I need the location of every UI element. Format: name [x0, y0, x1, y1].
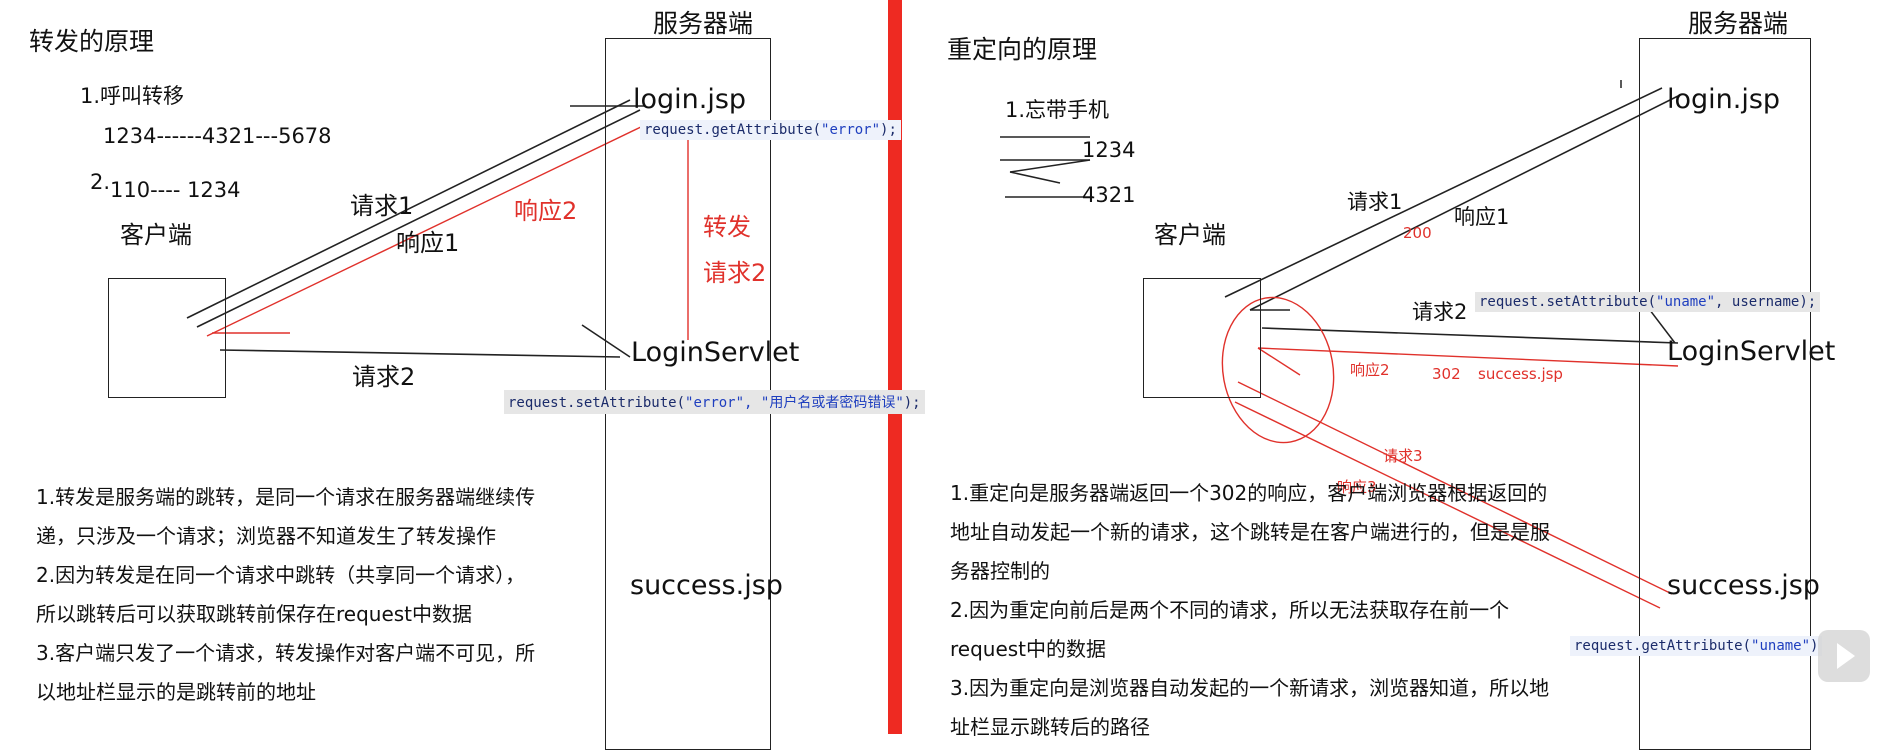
- diagram-lines: [186, 80, 1679, 609]
- left-request1-label: 请求1: [350, 192, 414, 220]
- line-response2-right: [1257, 347, 1679, 367]
- left-code-getattribute: request.getAttribute("error");: [640, 120, 901, 140]
- left-code-setattribute: request.setAttribute("error", "用户名或者密码错误…: [504, 390, 925, 414]
- code-arg: "error", "用户名或者密码错误": [685, 395, 904, 411]
- left-forward-request2-label: 请求2: [703, 259, 767, 287]
- left-notes: 1.转发是服务端的跳转，是同一个请求在服务器端继续传 递，只涉及一个请求；浏览器…: [36, 478, 535, 712]
- left-example2-num: 2.: [90, 170, 111, 194]
- right-example1-b: 4321: [1082, 183, 1136, 207]
- right-title: 重定向的原理: [947, 35, 1098, 64]
- right-success-ref: success.jsp: [1478, 365, 1563, 383]
- line-request2-left: [219, 349, 621, 358]
- left-login-jsp: login.jsp: [633, 84, 747, 115]
- left-client-label: 客户端: [120, 221, 192, 249]
- right-note-line: 2.因为重定向前后是两个不同的请求，所以无法获取存在前一个: [950, 598, 1510, 622]
- left-example1-chain: 1234------4321---5678: [103, 124, 332, 148]
- line-servlet-stub-left: [581, 324, 631, 358]
- right-response1-label: 响应1: [1454, 205, 1510, 229]
- line-request3-right: [1237, 381, 1673, 595]
- right-note-line: 1.重定向是服务器端返回一个302的响应，客户端浏览器根据返回的: [950, 481, 1548, 505]
- line-response1-right: [1249, 95, 1679, 311]
- right-success-jsp: success.jsp: [1667, 570, 1820, 601]
- code-end: );: [880, 122, 897, 138]
- left-success-jsp: success.jsp: [630, 570, 783, 601]
- code-end: ): [1810, 638, 1819, 654]
- line-phone-c: [1009, 159, 1091, 173]
- left-request2-label: 请求2: [352, 363, 416, 391]
- left-note-line: 递，只涉及一个请求；浏览器不知道发生了转发操作: [36, 524, 496, 548]
- diagram-stage: 转发的原理 服务器端 1.呼叫转移 1234------4321---5678 …: [29, 0, 1870, 750]
- left-note-line: 3.客户端只发了一个请求，转发操作对客户端不可见，所: [36, 641, 536, 665]
- code-method: .getAttribute(: [703, 122, 822, 138]
- right-code-setattribute: request.setAttribute("uname", username);: [1475, 292, 1821, 312]
- left-response2-label: 响应2: [514, 197, 578, 225]
- code-arg: "error": [821, 122, 881, 138]
- right-login-servlet: LoginServlet: [1667, 336, 1836, 367]
- code-obj: request: [644, 122, 704, 138]
- left-login-servlet: LoginServlet: [631, 337, 800, 368]
- line-request1-left: [186, 99, 631, 319]
- right-request1-label: 请求1: [1347, 190, 1403, 214]
- left-title: 转发的原理: [29, 27, 155, 56]
- code-method: .setAttribute(: [1538, 294, 1657, 310]
- right-client-label: 客户端: [1154, 221, 1226, 249]
- code-method: .getAttribute(: [1633, 638, 1752, 654]
- right-example1: 1.忘带手机: [1005, 98, 1110, 122]
- left-server-header: 服务器端: [653, 9, 754, 38]
- client-box-right: [1143, 278, 1261, 398]
- right-note-line: request中的数据: [950, 637, 1107, 661]
- right-status-302: 302: [1432, 365, 1461, 383]
- right-login-jsp: login.jsp: [1667, 84, 1781, 115]
- code-obj: request: [1479, 294, 1539, 310]
- right-note-line: 务器控制的: [950, 559, 1050, 583]
- line-request2-right: [1261, 327, 1679, 344]
- code-obj: request: [1574, 638, 1634, 654]
- left-example2-chain: 110---- 1234: [110, 178, 241, 202]
- line-response2-tail-right: [1257, 347, 1301, 376]
- panel-separator: [888, 0, 902, 734]
- left-note-line: 以地址栏显示的是跳转前的地址: [36, 680, 316, 704]
- highlight-ellipse: [1221, 296, 1335, 444]
- left-note-line: 2.因为转发是在同一个请求中跳转（共享同一个请求），: [36, 563, 526, 587]
- right-response2-label: 响应2: [1350, 361, 1390, 379]
- right-code-getattribute: request.getAttribute("uname"): [1570, 636, 1823, 656]
- right-note-line: 址栏显示跳转后的路径: [950, 715, 1150, 739]
- left-forward-label: 转发: [703, 213, 751, 241]
- right-response3-label: 响应3: [1337, 478, 1377, 496]
- left-note-line: 1.转发是服务端的跳转，是同一个请求在服务器端继续传: [36, 485, 536, 509]
- right-note-line: 地址自动发起一个新的请求，这个跳转是在客户端进行的，但是是服: [950, 520, 1550, 544]
- play-icon[interactable]: [1818, 630, 1870, 682]
- line-response2-left: [206, 124, 646, 337]
- code-arg: "uname": [1656, 294, 1716, 310]
- line-response1-left: [196, 109, 641, 328]
- right-notes: 1.重定向是服务器端返回一个302的响应，客户端浏览器根据返回的 地址自动发起一…: [950, 474, 1550, 747]
- code-end: , username);: [1715, 294, 1817, 310]
- line-request1-right: [1224, 87, 1663, 298]
- right-server-header: 服务器端: [1688, 9, 1789, 38]
- code-end: );: [903, 395, 921, 411]
- right-request2-label: 请求2: [1412, 300, 1468, 324]
- line-phone-d: [1009, 171, 1061, 184]
- client-box-left: [108, 278, 226, 398]
- left-note-line: 所以跳转后可以获取跳转前保存在request中数据: [36, 602, 473, 626]
- code-method: .setAttribute(: [567, 395, 686, 411]
- code-arg: "uname": [1751, 638, 1811, 654]
- right-note-line: 3.因为重定向是浏览器自动发起的一个新请求，浏览器知道，所以地: [950, 676, 1550, 700]
- code-obj: request: [508, 395, 568, 411]
- right-request3-label: 请求3: [1383, 447, 1423, 465]
- left-response1-label: 响应1: [396, 229, 460, 257]
- left-example1: 1.呼叫转移: [80, 84, 185, 108]
- right-status-200: 200: [1403, 224, 1432, 242]
- right-example1-a: 1234: [1082, 138, 1136, 162]
